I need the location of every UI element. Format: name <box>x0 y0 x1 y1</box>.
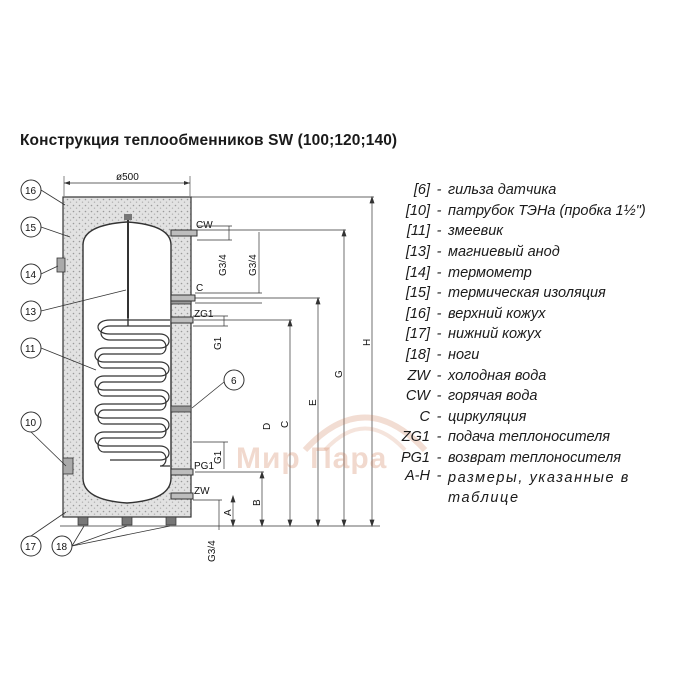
legend-row: PG1-возврат теплоносителя <box>400 450 622 467</box>
dim-b: B <box>252 499 263 506</box>
heater-port <box>62 457 74 475</box>
thermometer <box>56 257 66 273</box>
legend-row: [16]-верхний кожух <box>405 305 546 322</box>
feet <box>77 516 177 526</box>
legend-row: [14]-термометр <box>405 264 532 281</box>
label-pg1: PG1 <box>194 461 214 472</box>
legend-row: [17]-нижний кожух <box>405 326 542 343</box>
callout-10: 10 <box>25 418 37 429</box>
dim-d: D <box>262 423 273 430</box>
callout-16: 16 <box>25 186 37 197</box>
thread-pg1: G1 <box>213 450 224 464</box>
thread-cw: G3/4 <box>218 254 229 276</box>
watermark: Мир Пара <box>236 442 388 475</box>
label-c: C <box>196 283 203 294</box>
thread-zw: G3/4 <box>207 540 218 562</box>
label-zw: ZW <box>194 486 210 497</box>
legend-row: [10]-патрубок ТЭНа (пробка 1½") <box>405 202 646 219</box>
heat-exchanger-coil <box>94 318 170 467</box>
callout-circles <box>20 179 245 557</box>
callout-leaders <box>30 189 225 547</box>
callout-18: 18 <box>56 542 68 553</box>
thread-zg1: G1 <box>213 336 224 350</box>
callout-15: 15 <box>25 223 37 234</box>
legend-row: C-циркуляция <box>419 408 527 425</box>
watermark-arc <box>302 414 428 453</box>
page-title: Конструкция теплообменников SW (100;120;… <box>20 132 398 149</box>
pipe-connections <box>170 229 198 500</box>
thread-c: G3/4 <box>248 254 259 276</box>
callout-17: 17 <box>25 542 37 553</box>
legend-row: ZW-холодная вода <box>407 367 547 384</box>
legend-row: CW-горячая вода <box>405 388 538 405</box>
legend-row: A-H-размеры, указанные в таблице <box>405 468 630 507</box>
legend-row: [6]-гильза датчика <box>413 182 557 199</box>
dim-c: C <box>280 421 291 428</box>
callout-14: 14 <box>25 270 37 281</box>
legend: [6]-гильза датчика [10]-патрубок ТЭНа (п… <box>360 180 690 508</box>
callout-11: 11 <box>25 344 36 355</box>
anode-rod <box>124 214 132 318</box>
label-cw: CW <box>196 220 213 231</box>
callout-6: 6 <box>231 376 237 387</box>
legend-row: [11]-змеевик <box>406 223 504 240</box>
diameter-dimension: ø500 <box>63 172 191 196</box>
dim-g: G <box>334 370 345 378</box>
legend-row: [18]-ноги <box>405 347 480 364</box>
legend-row: ZG1-подача теплоносителя <box>401 429 611 446</box>
callout-13: 13 <box>25 307 37 318</box>
dim-h: H <box>362 339 373 346</box>
dimension-lines <box>191 195 375 530</box>
dim-a: A <box>223 509 234 516</box>
legend-row: [13]-магниевый анод <box>405 244 560 261</box>
label-zg1: ZG1 <box>194 309 214 320</box>
legend-row: [15]-термическая изоляция <box>405 285 606 302</box>
diameter-label: ø500 <box>116 172 139 183</box>
dim-e: E <box>308 399 319 406</box>
